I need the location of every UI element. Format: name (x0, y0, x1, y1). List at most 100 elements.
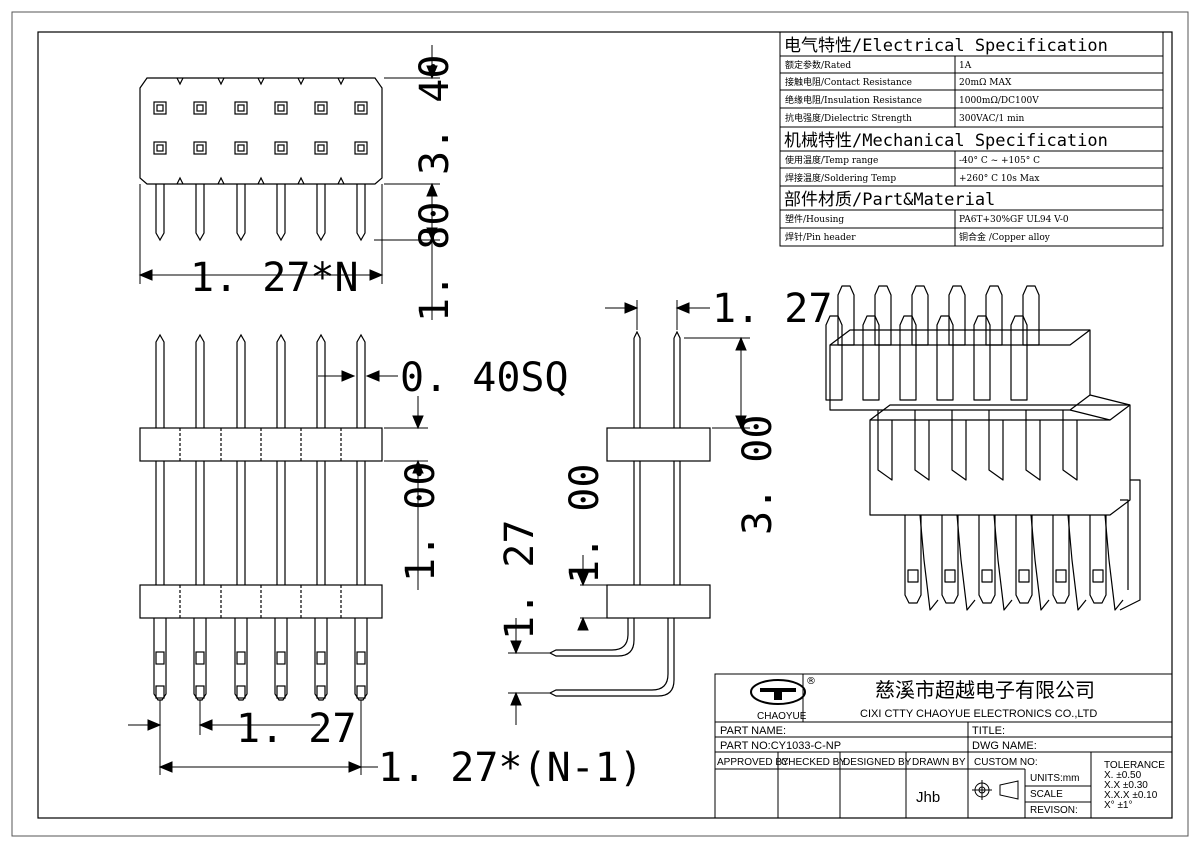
spec-dielectric-value: 300VAC/1 min (959, 114, 1024, 124)
iso-pin-front (936, 315, 954, 401)
top-pin (155, 184, 165, 242)
iso-pin-front (862, 315, 880, 401)
spec-temp-value: -40° C ~ +105° C (959, 156, 1040, 166)
dim-1-00-left: 1. 00 (398, 462, 444, 582)
tolerance-4: X° ±1° (1104, 800, 1133, 811)
front-pin-lower (234, 618, 248, 701)
top-pin (195, 184, 205, 242)
top-pin (236, 184, 246, 242)
housing-notch (337, 77, 345, 86)
pin-square (354, 141, 368, 155)
pin-square (274, 141, 288, 155)
top-pin (316, 184, 326, 242)
dim-1-00-mid: 1. 00 (562, 464, 608, 584)
iso-pin-back (837, 285, 855, 346)
front-pin-square (195, 651, 205, 665)
spec-rated-label: 额定参数/Rated (785, 59, 851, 71)
iso-pin-back (948, 285, 966, 346)
pin-square-inner (156, 104, 164, 112)
housing-notch (257, 176, 265, 185)
pin-square (234, 141, 248, 155)
front-pin-upper (155, 333, 165, 428)
spec-insulation-value: 1000mΩ/DC100V (959, 96, 1039, 106)
iso-pin-back (874, 285, 892, 346)
pin-square (274, 101, 288, 115)
spec-mechanical-header: 机械特性/Mechanical Specification (784, 131, 1108, 151)
iso-pin-square (944, 569, 956, 583)
iso-pin-down (978, 515, 996, 604)
front-pin-upper (236, 333, 246, 428)
dim-lines-right-top (374, 45, 440, 320)
revision-label: REVISON: (1030, 805, 1078, 816)
top-pin (356, 184, 366, 242)
approved-by-label: APPROVED BY (717, 757, 789, 768)
front-pin-square (316, 685, 326, 699)
front-pin-upper (316, 333, 326, 428)
spec-pin-value: 铜合金 /Copper alloy (959, 231, 1051, 243)
pin-square-inner (357, 144, 365, 152)
iso-pin-back (911, 285, 929, 346)
spec-contact-value: 20mΩ MAX (959, 78, 1012, 88)
part-name-label: PART NAME: (720, 725, 786, 737)
spec-electrical-header: 电气特性/Electrical Specification (784, 36, 1108, 56)
iso-pin-back (985, 285, 1003, 346)
spec-contact-label: 接触电阻/Contact Resistance (785, 76, 912, 88)
iso-pin-bent (1067, 514, 1087, 611)
front-pin-square (356, 651, 366, 665)
iso-pin-mid (951, 410, 967, 481)
dim-127N: 1. 27*N (190, 255, 359, 301)
front-pin-lower (314, 618, 328, 701)
top-view (139, 77, 383, 242)
iso-pin-bent (956, 514, 976, 611)
dim-0-40sq: 0. 40SQ (400, 355, 569, 401)
iso-pin-down (1089, 515, 1107, 604)
top-pin (276, 184, 286, 242)
front-view (139, 333, 383, 701)
pin-square-inner (277, 144, 285, 152)
front-pin-upper (356, 333, 366, 428)
spec-temp-label: 使用温度/Temp range (785, 154, 878, 166)
iso-pin-mid (914, 410, 930, 481)
front-pin-square (276, 685, 286, 699)
dim-3-40: 3. 40 (412, 55, 458, 175)
iso-pin-square (981, 569, 993, 583)
pin-square-inner (237, 144, 245, 152)
spec-housing-value: PA6T+30%GF UL94 V-0 (959, 215, 1069, 225)
projection-symbol-icon (972, 780, 1019, 800)
drawn-by-value: Jhb (916, 789, 940, 806)
iso-pin-mid (1062, 410, 1078, 481)
front-pin-square (155, 685, 165, 699)
spec-table (779, 31, 1164, 247)
iso-pin-square (907, 569, 919, 583)
title-label: TITLE: (972, 725, 1005, 737)
pin-square-inner (196, 104, 204, 112)
front-pin-square (316, 651, 326, 665)
spec-material-header: 部件材质/Part&Material (784, 190, 995, 210)
iso-pin-front (899, 315, 917, 401)
iso-pin-front (973, 315, 991, 401)
front-pin-upper (195, 333, 205, 428)
scale-label: SCALE (1030, 789, 1063, 800)
pin-square-inner (357, 104, 365, 112)
drawn-by-label: DRAWN BY (912, 757, 966, 768)
checked-by-label: CHECKED BY (781, 757, 846, 768)
tolerance-1: X. ±0.50 (1104, 770, 1142, 781)
housing-notch (176, 77, 184, 86)
front-pin-square (236, 685, 246, 699)
iso-pin-bent (919, 514, 939, 611)
iso-pin-square (1055, 569, 1067, 583)
iso-pin-bent (1104, 514, 1124, 611)
pin-square (153, 101, 167, 115)
custom-no-label: CUSTOM NO: (974, 757, 1038, 768)
iso-pin-mid (877, 410, 893, 481)
iso-pin-square (1092, 569, 1104, 583)
logo-mark (760, 688, 796, 700)
spec-housing-label: 塑件/Housing (785, 213, 844, 225)
pin-square (314, 101, 328, 115)
spec-insulation-label: 绝缘电阻/Insulation Resistance (785, 94, 922, 106)
iso-pin-down (904, 515, 922, 604)
dim-1-27-bottom: 1. 27 (236, 706, 356, 752)
iso-pin-bent (993, 514, 1013, 611)
iso-pin-back (1022, 285, 1040, 346)
logo-ellipse (750, 679, 806, 705)
